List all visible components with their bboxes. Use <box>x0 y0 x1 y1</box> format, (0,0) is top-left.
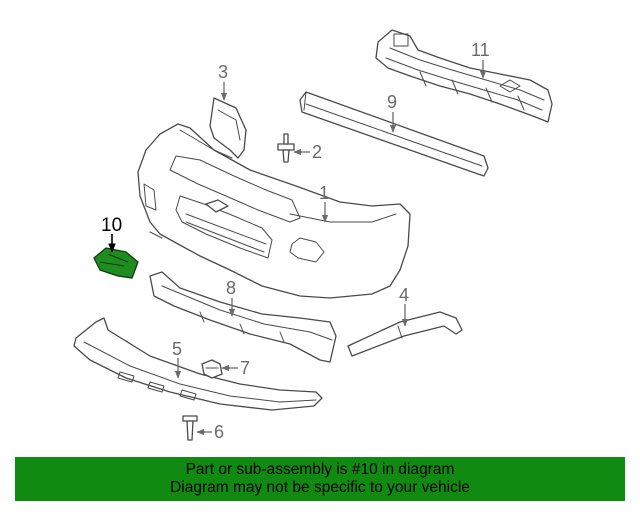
part-9-impact-bar <box>299 91 489 177</box>
part-7-clip <box>201 359 223 379</box>
callout-6: 6 <box>214 422 224 442</box>
callout-5: 5 <box>172 339 182 359</box>
part-8-lower-absorber <box>149 271 337 363</box>
part-3-bracket <box>209 97 247 159</box>
part-2-push-pin <box>277 133 295 163</box>
banner-line-part: Part or sub-assembly is #10 in diagram <box>185 461 455 478</box>
callout-8: 8 <box>226 278 236 298</box>
part-4-side-bracket <box>347 311 463 357</box>
part-10-highlighted-bracket <box>93 247 139 279</box>
part-5-air-deflector <box>73 317 323 411</box>
callout-10: 10 <box>101 215 122 236</box>
callout-11: 11 <box>471 40 490 60</box>
callout-labels: 11 9 3 2 1 10 8 4 5 7 6 <box>101 40 490 442</box>
callout-2: 2 <box>312 142 322 162</box>
info-banner: Part or sub-assembly is #10 in diagram D… <box>15 457 625 501</box>
part-6-screw <box>182 415 198 441</box>
part-11-absorber <box>375 29 553 123</box>
callout-7: 7 <box>240 358 250 378</box>
leader-lines <box>108 60 487 436</box>
banner-line-disclaimer: Diagram may not be specific to your vehi… <box>170 479 470 496</box>
callout-3: 3 <box>218 62 228 82</box>
parts-diagram: 11 9 3 2 1 10 8 4 5 7 6 <box>73 29 553 442</box>
callout-1: 1 <box>319 183 329 203</box>
callout-9: 9 <box>387 92 397 112</box>
callout-4: 4 <box>399 285 409 305</box>
part-1-bumper-cover <box>137 123 411 299</box>
